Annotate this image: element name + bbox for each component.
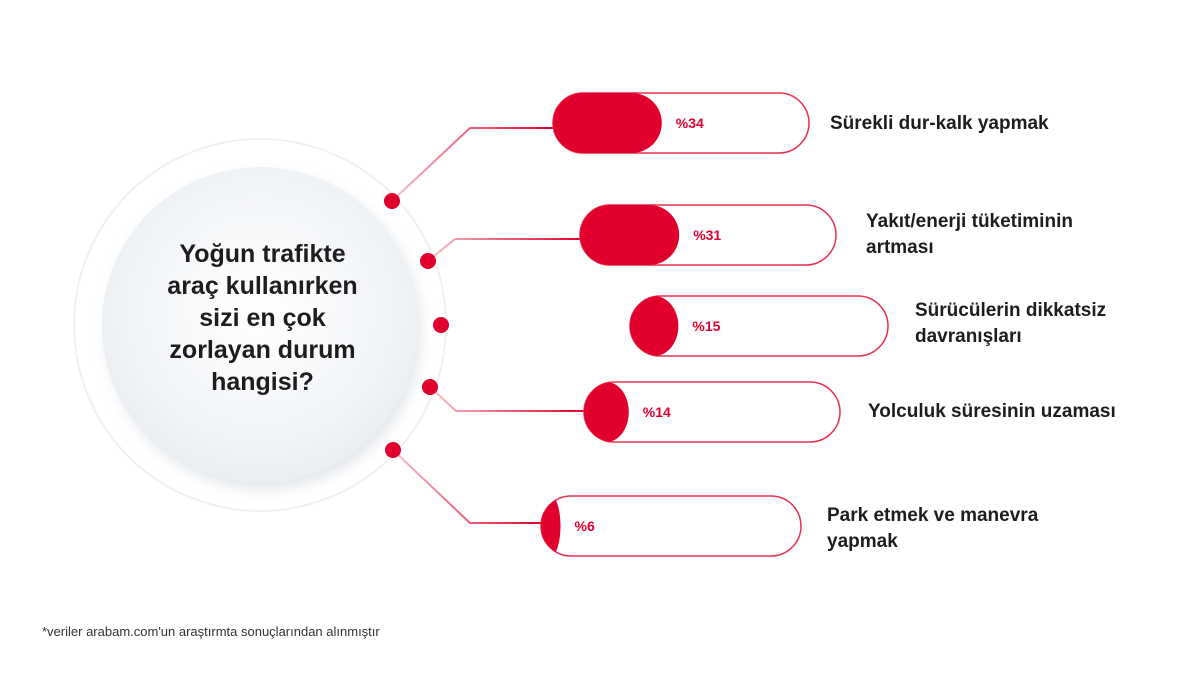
bar-fill-3 [630,296,679,356]
category-label-1: Sürekli dur-kalk yapmak [830,113,1049,134]
connector-line-4 [429,386,584,412]
connector-line-2 [427,238,580,262]
connector-line-1 [391,127,553,202]
bar-fill-4 [584,382,629,442]
value-label-2: %31 [693,227,721,243]
value-label-4: %14 [643,404,671,420]
bar-fill-5 [541,496,561,556]
category-label-5: Park etmek ve manevra yapmak [827,505,1039,552]
value-label-3: %15 [692,318,720,334]
bar-fill-2 [580,205,680,265]
connector-dot-1 [384,193,400,209]
footnote: *veriler arabam.com'un araştırmta sonuçl… [42,624,380,639]
question-text: Yoğun trafikte araç kullanırken sizi en … [167,240,358,396]
value-label-1: %34 [676,115,704,131]
value-label-5: %6 [575,518,595,534]
category-label-3: Sürücülerin dikkatsiz davranışları [915,300,1107,347]
connector-line-5 [392,449,541,524]
question-circle [102,167,418,483]
connector-dot-4 [422,379,438,395]
category-label-2: Yakıt/enerji tüketiminin artması [866,211,1073,258]
bar-fill-1 [553,93,662,153]
connector-dot-2 [420,253,436,269]
connector-dot-5 [385,442,401,458]
connector-dot-3 [433,317,449,333]
category-label-4: Yolculuk süresinin uzaması [868,401,1116,422]
